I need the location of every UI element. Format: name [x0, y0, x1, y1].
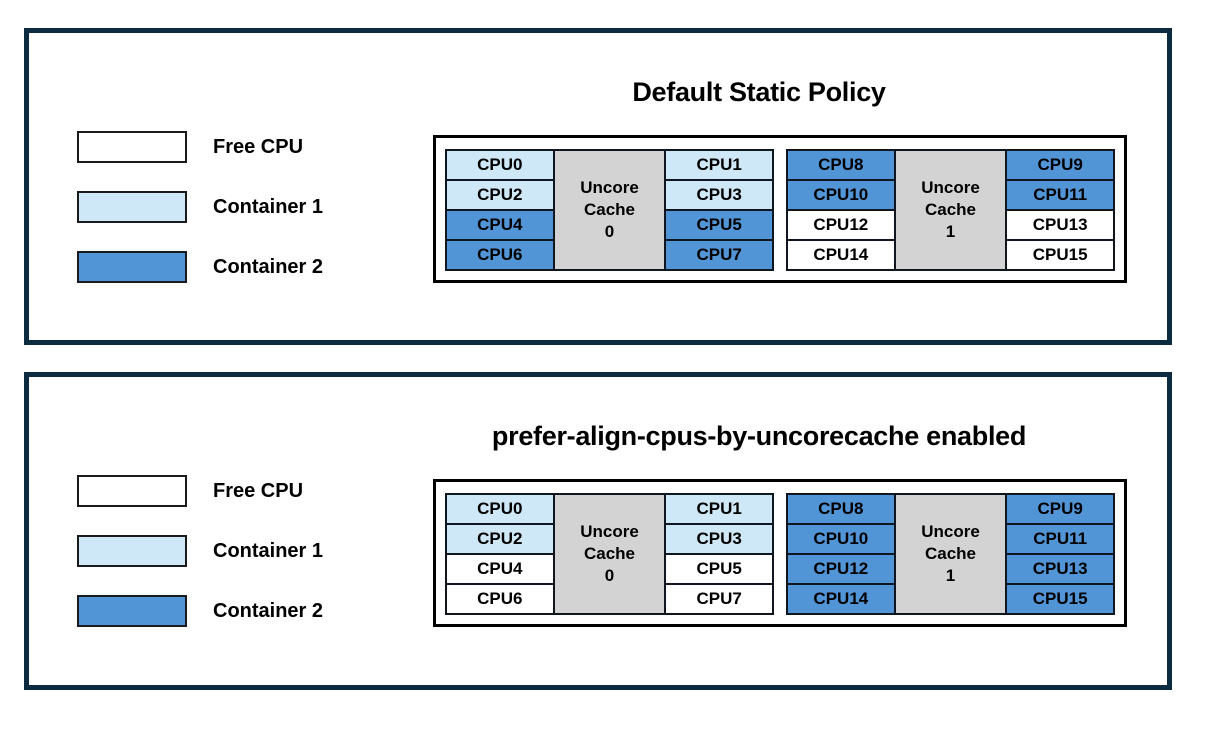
uncore-cache-label-line: Uncore — [921, 177, 980, 197]
cpu-cell: CPU10 — [786, 523, 896, 555]
policy-panel-default-static: Default Static Policy Free CPU Container… — [24, 28, 1172, 345]
uncore-cache-label-line: Cache — [583, 199, 635, 219]
cpu-cell: CPU11 — [1005, 523, 1115, 555]
cpu-cell: CPU1 — [664, 493, 774, 525]
free-cpu-swatch — [77, 475, 187, 507]
uncore-cache-label-line: 0 — [604, 222, 615, 242]
cpu-cell: CPU1 — [664, 149, 774, 181]
cpu-cell: CPU4 — [445, 553, 555, 585]
container-2-swatch — [77, 595, 187, 627]
cpu-cell: CPU8 — [786, 149, 896, 181]
cpu-cell: CPU9 — [1005, 493, 1115, 525]
policy-panel-prefer-align-uncorecache: prefer-align-cpus-by-uncorecache enabled… — [24, 372, 1172, 690]
uncore-cache-label-line: 1 — [945, 222, 956, 242]
legend-item-container-2: Container 2 — [77, 595, 407, 627]
cpu-cell: CPU15 — [1005, 583, 1115, 615]
container-1-swatch — [77, 535, 187, 567]
cpu-cell: CPU13 — [1005, 209, 1115, 241]
legend-label: Free CPU — [213, 135, 304, 158]
cpu-cell: CPU15 — [1005, 239, 1115, 271]
cpu-cell: CPU11 — [1005, 179, 1115, 211]
cpu-cell: CPU2 — [445, 523, 555, 555]
legend-item-free-cpu: Free CPU — [77, 475, 407, 507]
cpu-cell: CPU0 — [445, 493, 555, 525]
cpu-cell: CPU12 — [786, 553, 896, 585]
uncore-cache-label-line: Uncore — [580, 177, 639, 197]
free-cpu-swatch — [77, 131, 187, 163]
cpu-cell: CPU7 — [664, 239, 774, 271]
cpu-cell: CPU8 — [786, 493, 896, 525]
uncore-cache-label-line: 0 — [604, 566, 615, 586]
legend-item-free-cpu: Free CPU — [77, 131, 407, 163]
legend-label: Container 2 — [213, 599, 324, 622]
container-2-swatch — [77, 251, 187, 283]
panel-title: prefer-align-cpus-by-uncorecache enabled — [491, 421, 1027, 451]
legend-item-container-1: Container 1 — [77, 191, 407, 223]
cpu-cell: CPU7 — [664, 583, 774, 615]
legend: Free CPU Container 1 Container 2 — [77, 131, 407, 311]
uncore-cache-label-line: Uncore — [580, 521, 639, 541]
uncore-cache-label-line: 1 — [945, 566, 956, 586]
legend-item-container-2: Container 2 — [77, 251, 407, 283]
cpu-cell: CPU3 — [664, 523, 774, 555]
cpu-cell: CPU5 — [664, 553, 774, 585]
legend-label: Free CPU — [213, 479, 304, 502]
container-1-swatch — [77, 191, 187, 223]
cpu-cell: CPU13 — [1005, 553, 1115, 585]
legend-label: Container 1 — [213, 539, 324, 562]
legend-label: Container 1 — [213, 195, 324, 218]
legend-label: Container 2 — [213, 255, 324, 278]
panel-title: Default Static Policy — [632, 77, 886, 107]
cpu-cell: CPU14 — [786, 583, 896, 615]
uncore-cache-label-line: Cache — [924, 199, 976, 219]
cpu-cell: CPU2 — [445, 179, 555, 211]
cpu-cell: CPU5 — [664, 209, 774, 241]
cpu-cell: CPU6 — [445, 583, 555, 615]
cpu-cell: CPU9 — [1005, 149, 1115, 181]
legend-item-container-1: Container 1 — [77, 535, 407, 567]
cpu-cell: CPU14 — [786, 239, 896, 271]
cpu-cell: CPU6 — [445, 239, 555, 271]
uncore-cache-label-line: Cache — [924, 543, 976, 563]
cpu-cell: CPU12 — [786, 209, 896, 241]
cpu-cell: CPU10 — [786, 179, 896, 211]
cpu-cell: CPU0 — [445, 149, 555, 181]
cpu-cell: CPU4 — [445, 209, 555, 241]
uncore-cache-label-line: Cache — [583, 543, 635, 563]
legend: Free CPU Container 1 Container 2 — [77, 475, 407, 655]
uncore-cache-label-line: Uncore — [921, 521, 980, 541]
cpu-cell: CPU3 — [664, 179, 774, 211]
